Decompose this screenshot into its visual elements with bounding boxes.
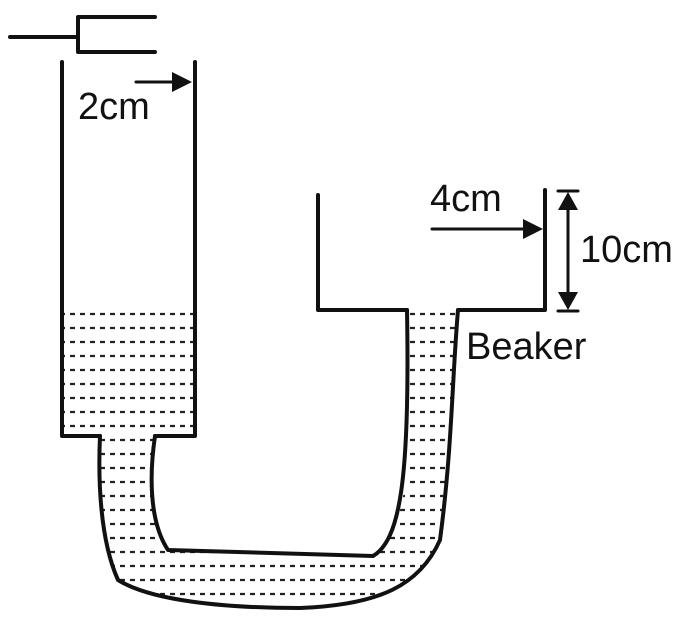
- u-tube-inner-wall: [149, 308, 410, 558]
- arrow-4cm: [430, 219, 543, 239]
- arrow-2cm: [134, 72, 192, 92]
- piston-rod-icon: [8, 15, 157, 54]
- u-tube-outer-wall: [97, 308, 460, 610]
- label-4cm: 4cm: [430, 178, 502, 220]
- beaker: [316, 188, 547, 312]
- dimension-arrow-10cm: [556, 189, 580, 313]
- label-2cm: 2cm: [78, 86, 150, 128]
- label-beaker: Beaker: [466, 326, 587, 368]
- left-cylinder: [60, 60, 197, 438]
- label-10cm: 10cm: [580, 229, 673, 271]
